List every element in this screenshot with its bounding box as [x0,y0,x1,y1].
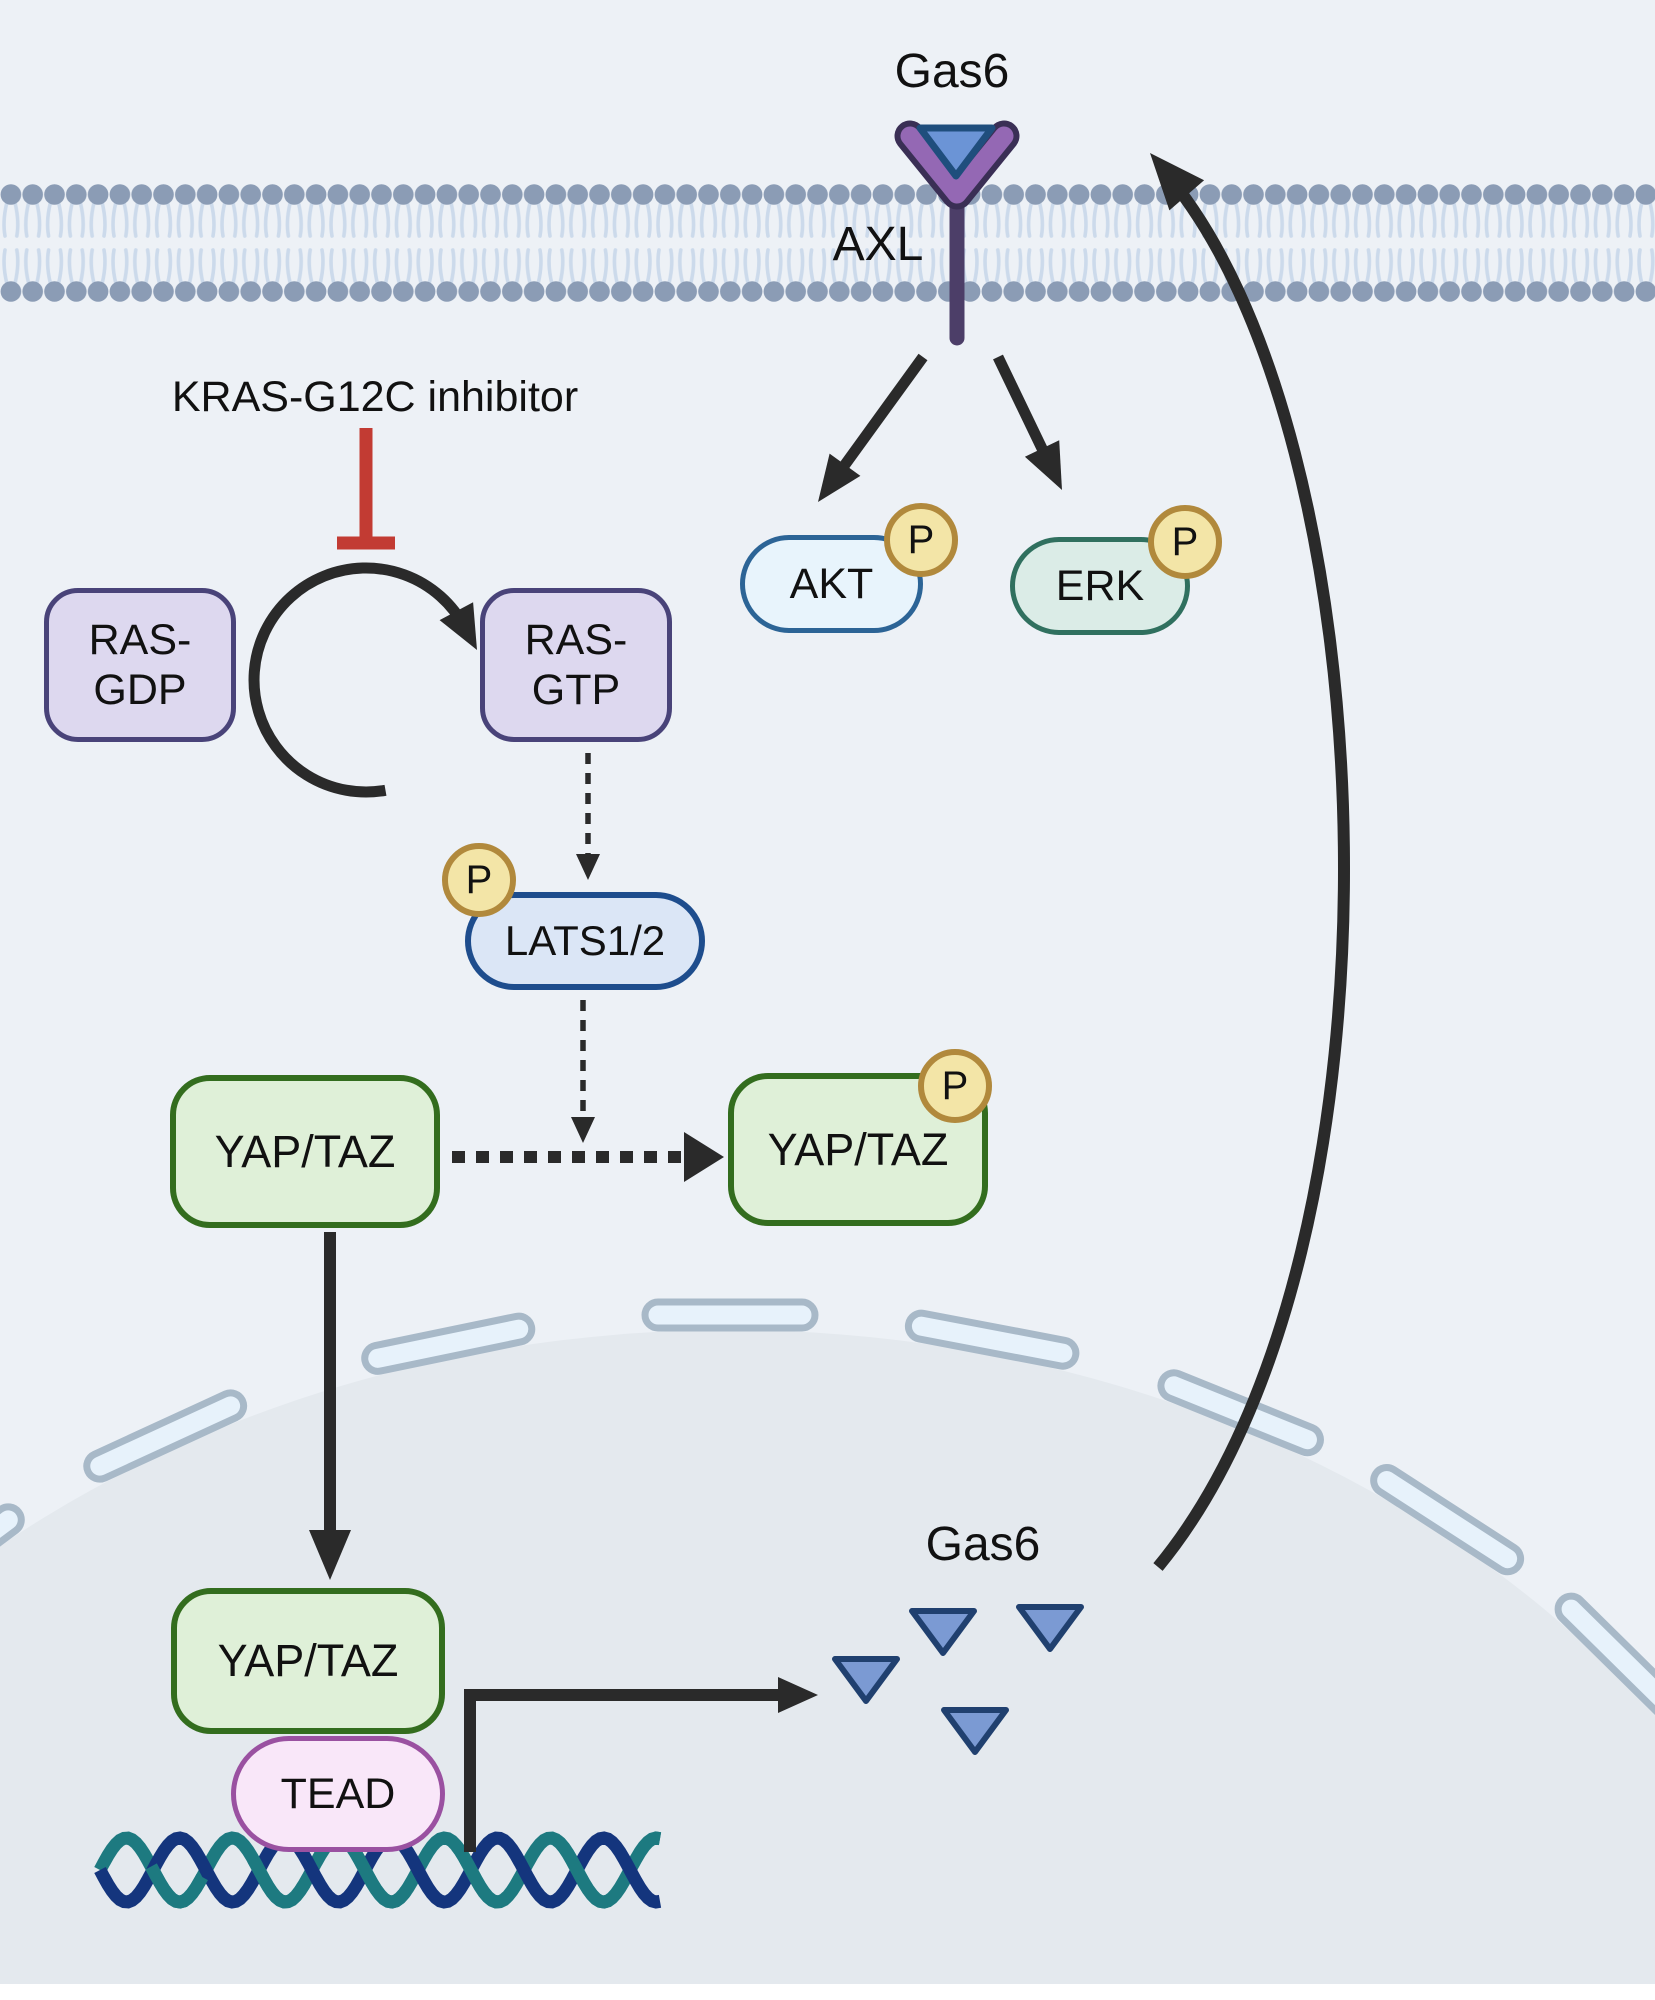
tead-node: TEAD [231,1736,445,1852]
gas6-ligand-label: Gas6 [894,45,1010,98]
gas6-ligand-icon [916,124,996,180]
inhibition-t-bar-icon [337,428,395,550]
yap-taz-active-node: YAP/TAZ [170,1075,440,1228]
lats12-node: LATS1/2 [465,892,705,990]
cell-membrane [0,183,1655,303]
kras-inhibitor-label: KRAS-G12C inhibitor [171,373,579,421]
phosphate-badge-yap: P [918,1049,992,1123]
gas6-molecule-icons [832,1604,1084,1755]
ras-gdp-line2: GDP [93,666,187,714]
ras-gtp-line2: GTP [531,666,621,714]
axl-receptor-label: AXL [832,218,924,271]
gas6-gene-product-label: Gas6 [925,1518,1041,1571]
phosphate-badge-lats: P [442,843,516,917]
phosphate-badge-erk: P [1148,505,1222,579]
phosphate-badge-akt: P [884,503,958,577]
erk-node: ERK [1010,537,1190,635]
ras-gdp-node: RAS- GDP [44,588,236,742]
yap-taz-nuclear-node: YAP/TAZ [171,1588,445,1734]
bottom-margin [0,1984,1655,2000]
ras-gtp-node: RAS- GTP [480,588,672,742]
axl-receptor-icon [894,120,1020,346]
ras-gtp-line1: RAS- [524,616,628,664]
ras-gdp-line1: RAS- [88,616,192,664]
signal-arrows [248,153,1350,1852]
